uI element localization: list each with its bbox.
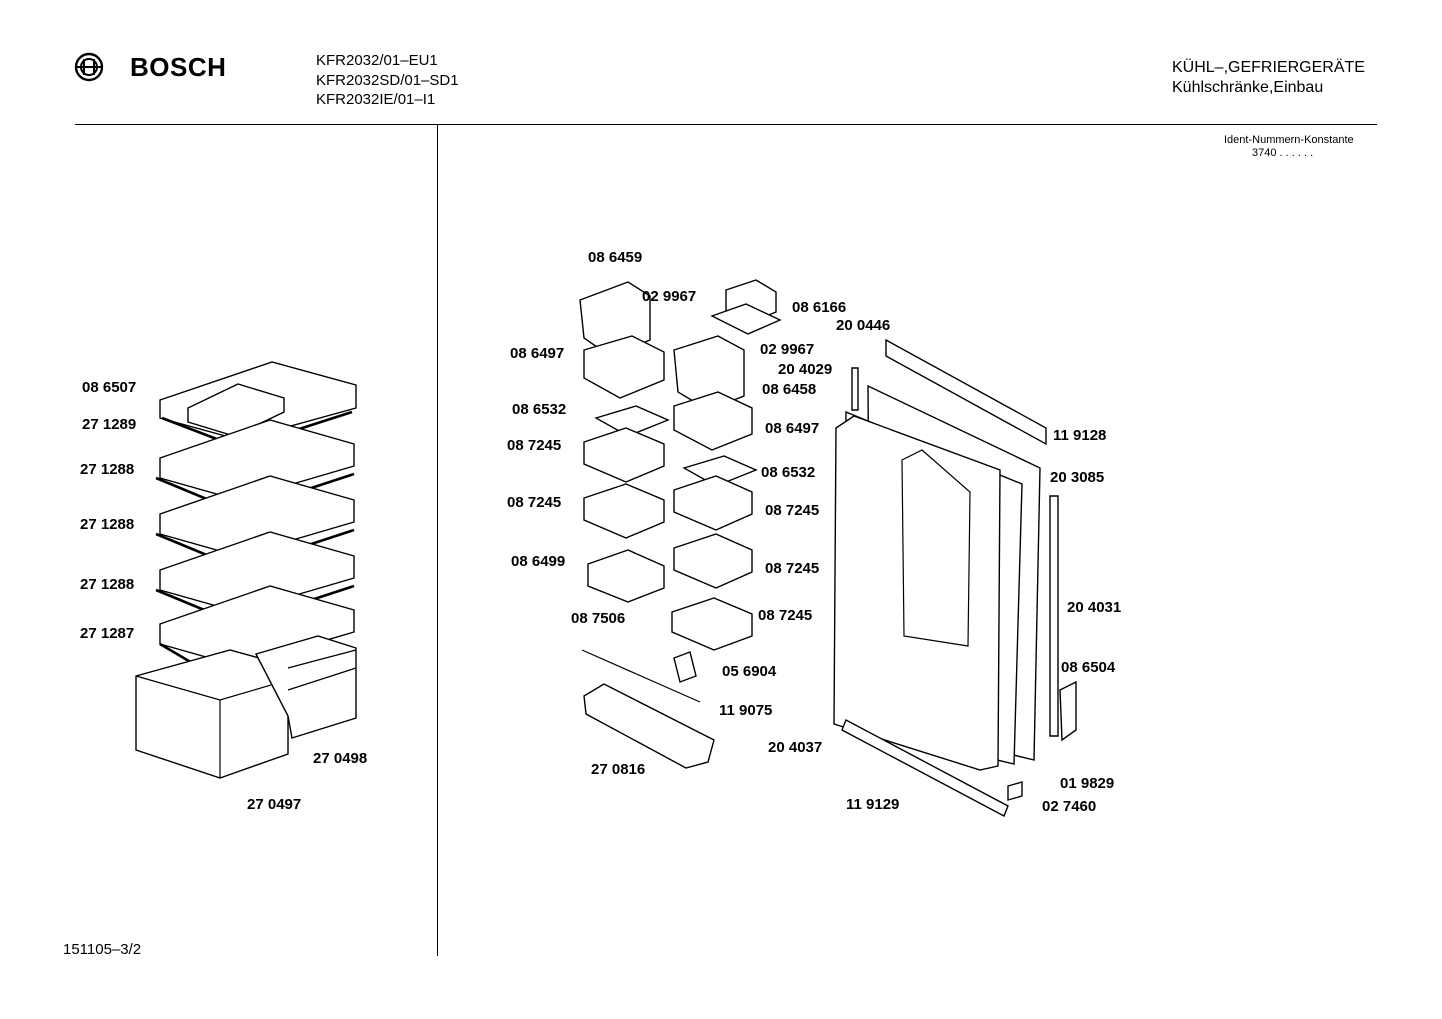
part-number-label: 27 1288 <box>80 576 135 593</box>
door-bin <box>673 391 753 451</box>
bosch-logo <box>72 52 106 87</box>
part-number-label: 08 6507 <box>82 379 137 396</box>
clip-part <box>673 651 697 683</box>
part-number-label: 08 6497 <box>765 420 820 437</box>
part-number-label: 02 7460 <box>1042 798 1097 815</box>
part-number-label: 08 6497 <box>510 345 565 362</box>
part-number-label: 27 1288 <box>80 461 135 478</box>
part-number-label: 20 4029 <box>778 361 833 378</box>
door-bin <box>673 533 753 589</box>
part-number-label: 20 4037 <box>768 739 823 756</box>
part-number-label: 08 6459 <box>588 249 643 266</box>
hinge-cover <box>1007 781 1023 801</box>
category-subtitle: Kühlschränke,Einbau <box>1172 79 1324 96</box>
part-number-label: 08 6504 <box>1061 659 1116 676</box>
part-number-label: 11 9129 <box>846 796 900 813</box>
door-bin <box>583 427 665 483</box>
part-number-label: 27 1287 <box>80 625 135 642</box>
header-divider <box>75 124 1377 125</box>
part-number-label: 20 4031 <box>1067 599 1122 616</box>
bottle-shelf <box>583 683 715 769</box>
part-number-label: 11 9128 <box>1053 427 1107 444</box>
top-trim-strip <box>885 338 1047 446</box>
part-number-label: 08 7245 <box>758 607 813 624</box>
column-divider <box>437 124 438 956</box>
model-number: KFR2032SD/01–SD1 <box>316 72 459 89</box>
sheet-id: 151105–3/2 <box>63 941 142 958</box>
part-number-label: 20 3085 <box>1050 469 1105 486</box>
bottle-retainer <box>581 649 701 703</box>
part-number-label: 08 7245 <box>765 560 820 577</box>
hinge <box>1059 680 1077 742</box>
part-number-label: 11 9075 <box>719 702 773 719</box>
part-number-label: 08 7245 <box>507 437 562 454</box>
vegetable-drawer <box>135 649 289 779</box>
egg-tray <box>594 405 670 437</box>
part-number-label: 08 6532 <box>761 464 816 481</box>
model-number: KFR2032IE/01–I1 <box>316 91 436 108</box>
part-number-label: 08 6458 <box>762 381 817 398</box>
part-number-label: 05 6904 <box>722 663 777 680</box>
vegetable-drawer <box>254 635 357 739</box>
door-inner <box>833 415 1001 771</box>
part-number-label: 08 6166 <box>792 299 847 316</box>
part-number-label: 08 6499 <box>511 553 566 570</box>
part-number-label: 08 7245 <box>507 494 562 511</box>
door-recess <box>901 449 971 647</box>
part-number-label: 02 9967 <box>642 288 697 305</box>
part-number-label: 20 0446 <box>836 317 891 334</box>
door-bin <box>583 483 665 539</box>
part-number-label: 08 7506 <box>571 610 626 627</box>
ident-value: 3740 . . . . . . <box>1252 147 1314 159</box>
bottle-bin <box>587 549 665 603</box>
door-bin <box>671 597 753 651</box>
door-bin <box>583 335 665 399</box>
bottom-strip <box>841 719 1009 817</box>
part-number-label: 08 7245 <box>765 502 820 519</box>
brand-name: BOSCH <box>130 52 227 82</box>
part-number-label: 27 0816 <box>591 761 646 778</box>
part-number-label: 27 0498 <box>313 750 368 767</box>
door-bin <box>673 475 753 531</box>
part-number-label: 01 9829 <box>1060 775 1115 792</box>
part-number-label: 08 6532 <box>512 401 567 418</box>
part-number-label: 27 1289 <box>82 416 137 433</box>
part-number-label: 27 0497 <box>247 796 302 813</box>
category-title: KÜHL–,GEFRIERGERÄTE <box>1172 59 1365 76</box>
butter-compartment <box>673 335 745 411</box>
bosch-armature-icon <box>74 52 104 82</box>
cheese-box-lid <box>710 303 782 335</box>
part-number-label: 02 9967 <box>760 341 815 358</box>
ident-label: Ident-Nummern-Konstante <box>1224 134 1354 146</box>
side-strip <box>1049 495 1059 737</box>
part-number-label: 27 1288 <box>80 516 135 533</box>
side-strip <box>851 367 859 411</box>
model-number: KFR2032/01–EU1 <box>316 52 438 69</box>
